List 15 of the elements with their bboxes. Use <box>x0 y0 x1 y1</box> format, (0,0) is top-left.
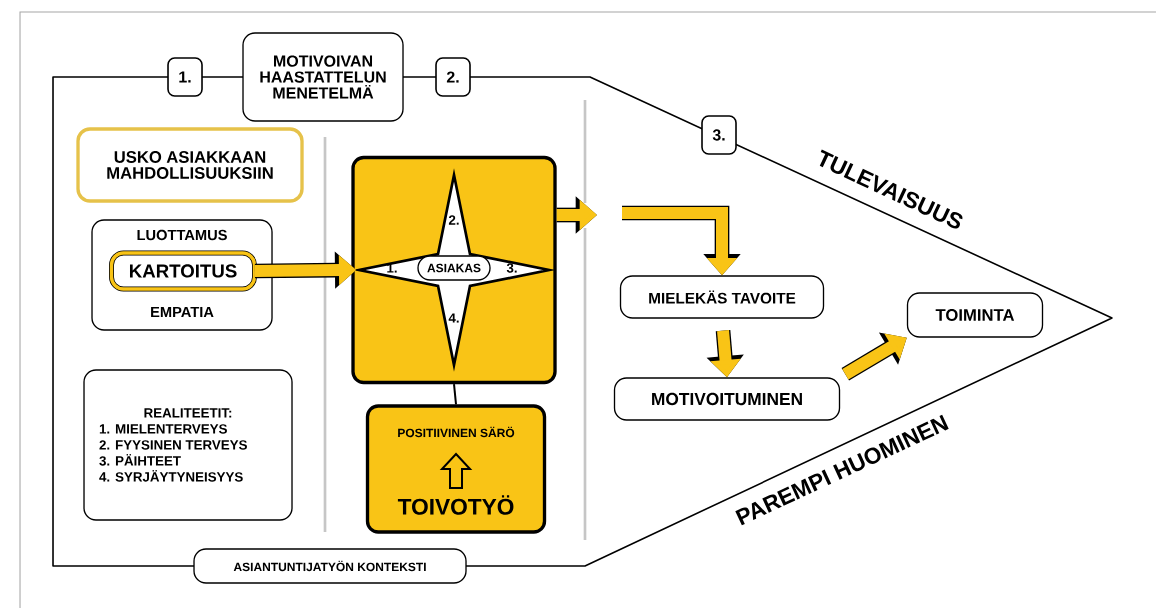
text-box: TOIMINTA <box>906 292 1044 338</box>
number-box: 2. <box>435 57 471 97</box>
panel-box: POSITIIVINEN SÄRÖ TOIVOTYÖ <box>365 404 547 534</box>
connector-line <box>453 383 457 406</box>
text-box: MOTIVOIVAN HAASTATTELUN MENETELMÄ <box>242 32 404 122</box>
number-box: 3. <box>701 115 737 155</box>
text-box: USKO ASIAKKAAN MAHDOLLISUUKSIIN <box>76 127 304 203</box>
text-box: MOTIVOITUMINEN <box>613 377 841 421</box>
text-box: ASIAKAS <box>417 255 491 281</box>
block-arrow <box>841 332 907 381</box>
number-box: 1. <box>167 57 203 97</box>
text-box: REALITEETIT: 1. MIELENTERVEYS 2. FYYSINEN TERVEYS 3. PÄIHTEET 4. SYRJÄYTYNEISYYS <box>83 369 293 521</box>
text-box: MIELEKÄS TAVOITE <box>619 275 825 319</box>
text-box: KARTOITUS <box>109 250 257 292</box>
text-box: ASIANTUNTIJATYÖN KONTEKSTI <box>193 548 467 584</box>
